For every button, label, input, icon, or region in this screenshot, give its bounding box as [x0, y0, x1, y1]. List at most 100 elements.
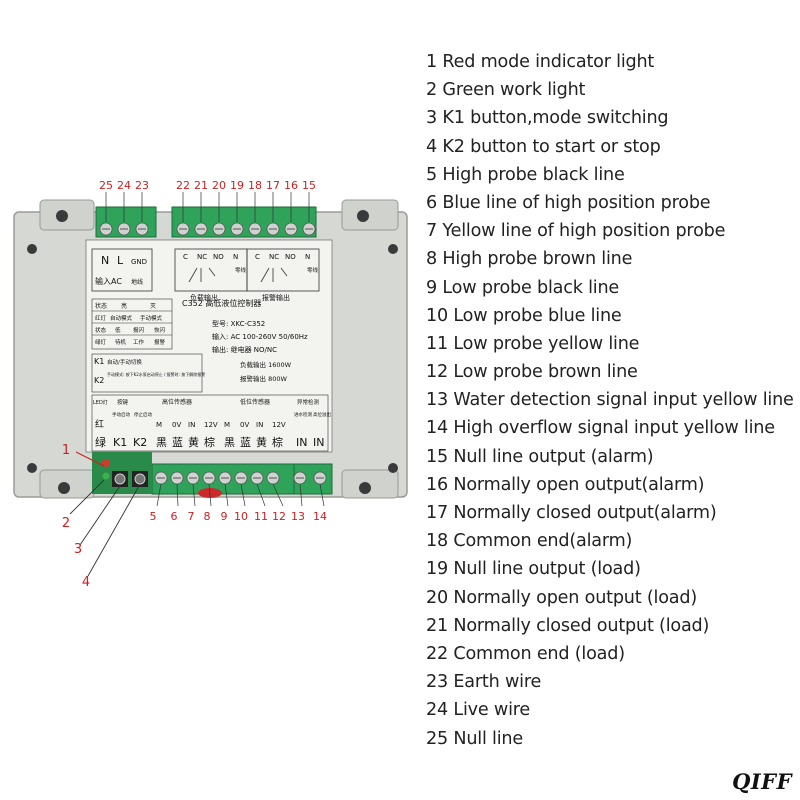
callout-leader: [272, 483, 284, 507]
status-table-header-on: 亮: [121, 302, 127, 310]
bottom-color-cell: 绿: [95, 435, 106, 449]
k2-label: K2: [94, 376, 104, 385]
callout-number: 23: [135, 179, 149, 192]
power-terminal-n: N: [101, 254, 109, 267]
bottom-sub-manual: 手动启动: [112, 411, 130, 418]
bottom-row-cell: 12V: [272, 421, 286, 429]
callout-number: 1: [62, 443, 70, 458]
callout-leader: [319, 483, 325, 507]
mount-hole: [58, 482, 70, 494]
callout-number: 25: [99, 179, 113, 192]
k1-description: 自动/手动切换: [107, 358, 142, 366]
callout-1-line: [75, 451, 105, 467]
relay-terminal-label: C: [183, 253, 188, 261]
callout-number: 20: [212, 179, 226, 192]
callout-3-line: [79, 485, 121, 546]
callout-number: 10: [234, 510, 248, 523]
callout-leader: [208, 483, 212, 507]
bottom-color-cell: K2: [133, 436, 147, 449]
bottom-color-cell: 黄: [188, 435, 199, 449]
status-table-state: 状态: [95, 326, 107, 334]
bottom-row-cell: 0V: [240, 421, 249, 429]
bottom-color-cell: 蓝: [240, 436, 251, 449]
bottom-row-cell: M: [224, 421, 230, 429]
power-input-caption: 输入AC: [95, 276, 122, 286]
legend-item: 12 Low probe brown line: [426, 362, 638, 383]
label-panel: [85, 239, 333, 453]
legend-item: 6 Blue line of high position probe: [426, 192, 711, 213]
bottom-row-cell: 12V: [204, 421, 218, 429]
mount-ear-bottom-right: [341, 469, 399, 499]
callout-leader: [299, 483, 303, 507]
legend-item: 19 Null line output (load): [426, 559, 641, 580]
bottom-row-cell: 红: [95, 418, 104, 430]
bottom-sub-stop: 停止启动: [134, 411, 152, 418]
callout-number: 7: [188, 510, 195, 523]
legend-item: 11 Low probe yellow line: [426, 333, 640, 354]
callout-number: 16: [284, 179, 298, 192]
relay-terminal-label: NO: [285, 253, 296, 261]
relay-symbol: [188, 267, 216, 283]
status-table-red-on: 自动模式: [110, 314, 133, 322]
bottom-color-cell: 棕: [272, 435, 283, 449]
legend-item: 10 Low probe blue line: [426, 305, 622, 326]
bottom-color-cell: 黑: [156, 436, 167, 449]
bottom-row-cell: 0V: [172, 421, 181, 429]
callout-number: 4: [82, 575, 90, 590]
bottom-sub-inflow: 进水检测: [294, 411, 312, 418]
relay-terminal-label: N: [233, 253, 238, 261]
power-terminal-l: L: [117, 254, 124, 267]
model-number: 型号: XKC-C352: [212, 319, 265, 328]
bottom-color-cell: 黑: [224, 436, 235, 449]
bottom-sub-overflow: 高位溢出: [313, 411, 331, 418]
status-table: [91, 298, 173, 350]
callout-number: 2: [62, 516, 70, 531]
watermark-logo: QIFF: [732, 769, 792, 794]
legend-item: 3 K1 button,mode switching: [426, 108, 669, 129]
legend-item: 20 Normally open output (load): [426, 587, 697, 608]
legend-item: 22 Common end (load): [426, 643, 625, 664]
legend-item: 8 High probe brown line: [426, 249, 633, 270]
relay-terminal-label: NC: [269, 253, 279, 261]
callout-leader: [176, 483, 179, 507]
status-table-header-off: 灭: [150, 303, 156, 310]
bottom-header-keys: 按键: [117, 398, 129, 406]
neutral-caption: 零线: [307, 266, 319, 274]
callout-number: 6: [171, 510, 178, 523]
status-table-red: 红灯: [95, 314, 107, 322]
legend-item: 5 High probe black line: [426, 164, 625, 185]
legend-item: 25 Null line: [426, 728, 524, 749]
legend-item: 2 Green work light: [426, 80, 586, 101]
bottom-row-cell: IN: [188, 421, 195, 429]
power-terminal-gnd: GND: [131, 258, 147, 266]
callout-leader: [156, 483, 162, 507]
bottom-header-high-sensor: 高位传感器: [162, 398, 192, 406]
callout-number: 13: [291, 510, 305, 523]
callout-number: 18: [248, 179, 262, 192]
callout-number: 15: [302, 179, 316, 192]
callout-number: 19: [230, 179, 244, 192]
green-work-light: [102, 472, 110, 480]
callout-leader: [240, 483, 246, 507]
callout-number: 5: [150, 510, 157, 523]
callout-number: 24: [117, 179, 131, 192]
callout-number: 12: [272, 510, 286, 523]
k-desc-box: [91, 353, 203, 393]
callout-4-line: [87, 485, 140, 577]
neutral-caption: 零线: [235, 266, 247, 274]
legend-item: 24 Live wire: [426, 700, 531, 721]
input-spec: 输入: AC 100-260V 50/60Hz: [212, 332, 308, 341]
relay-terminal-label: NO: [213, 253, 224, 261]
red-mode-indicator-light: [102, 459, 110, 467]
callout-number: 22: [176, 179, 190, 192]
bottom-color-cell: 棕: [204, 435, 215, 449]
bottom-color-cell: IN: [296, 436, 307, 449]
status-table-green-alarm: 报警: [154, 338, 166, 346]
bottom-header-led: LED灯: [93, 399, 108, 406]
legend-item: 23 Earth wire: [426, 672, 542, 693]
mount-hole: [27, 244, 37, 254]
alarm-relay-label-box: [246, 248, 320, 292]
status-table-header-state: 状态: [95, 302, 107, 310]
bottom-color-cell: 蓝: [172, 436, 183, 449]
